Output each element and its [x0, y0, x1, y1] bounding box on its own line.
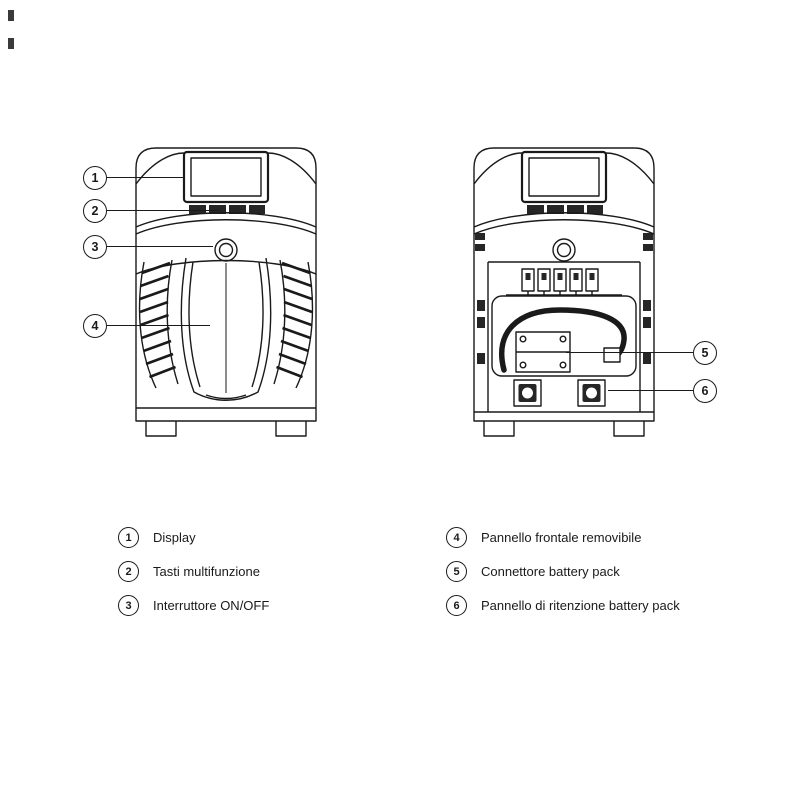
legend-number-badge: 5 — [446, 561, 467, 582]
display-screen — [182, 150, 270, 204]
ups-internal-view — [473, 147, 655, 437]
callout-number: 6 — [701, 384, 709, 398]
legend-item-6: 6 Pannello di ritenzione battery pack — [446, 595, 680, 616]
feet — [145, 421, 307, 437]
ups-front-view — [135, 147, 317, 437]
left-vent — [138, 259, 179, 389]
legend-item-4: 4 Pannello frontale removibile — [446, 527, 641, 548]
rail-screws — [475, 233, 653, 364]
internal-connector-row — [506, 268, 622, 296]
legend-number-badge: 3 — [118, 595, 139, 616]
legend-item-3: 3 Interruttore ON/OFF — [118, 595, 269, 616]
callout-balloon-2: 2 — [83, 199, 107, 223]
callout-number: 2 — [91, 204, 99, 218]
legend-item-label: Interruttore ON/OFF — [153, 598, 270, 613]
legend-number-badge: 1 — [118, 527, 139, 548]
callout-number: 4 — [91, 319, 99, 333]
callout-line-4 — [107, 325, 210, 326]
battery-compartment — [491, 295, 637, 377]
callout-line-3 — [107, 246, 213, 247]
callout-line-1 — [107, 177, 183, 178]
legend-item-label: Connettore battery pack — [481, 564, 620, 579]
right-vent — [273, 259, 314, 389]
page-artifact — [8, 38, 14, 49]
feet — [483, 421, 645, 437]
legend-number-badge: 6 — [446, 595, 467, 616]
battery-pack-connector — [515, 331, 571, 373]
power-button — [552, 238, 576, 262]
page-artifact — [8, 10, 14, 21]
callout-number: 3 — [91, 240, 99, 254]
legend-item-2: 2 Tasti multifunzione — [118, 561, 260, 582]
retention-panel-fasteners — [513, 379, 606, 407]
front-face-contours — [473, 212, 655, 235]
callout-balloon-6: 6 — [693, 379, 717, 403]
callout-line-5 — [566, 352, 693, 353]
callout-line-2 — [107, 210, 219, 211]
legend-number-badge: 4 — [446, 527, 467, 548]
callout-balloon-5: 5 — [693, 341, 717, 365]
legend-item-5: 5 Connettore battery pack — [446, 561, 620, 582]
battery-cable — [499, 307, 627, 373]
callout-line-6 — [608, 390, 693, 391]
multifunction-buttons — [527, 205, 603, 214]
legend-item-label: Tasti multifunzione — [153, 564, 260, 579]
legend-number-badge: 2 — [118, 561, 139, 582]
multifunction-buttons — [189, 205, 265, 214]
chassis-outline — [473, 147, 655, 422]
callout-number: 1 — [91, 171, 99, 185]
legend-item-label: Pannello frontale removibile — [481, 530, 642, 545]
callout-balloon-3: 3 — [83, 235, 107, 259]
callout-balloon-1: 1 — [83, 166, 107, 190]
legend-item-label: Pannello di ritenzione battery pack — [481, 598, 680, 613]
interior-rails — [487, 261, 641, 412]
power-button — [214, 238, 238, 262]
callout-number: 5 — [701, 346, 709, 360]
legend-item-label: Display — [153, 530, 196, 545]
chassis-outline — [135, 147, 317, 422]
callout-balloon-4: 4 — [83, 314, 107, 338]
display-screen — [520, 150, 608, 204]
removable-front-panel — [180, 257, 272, 401]
legend-item-1: 1 Display — [118, 527, 196, 548]
